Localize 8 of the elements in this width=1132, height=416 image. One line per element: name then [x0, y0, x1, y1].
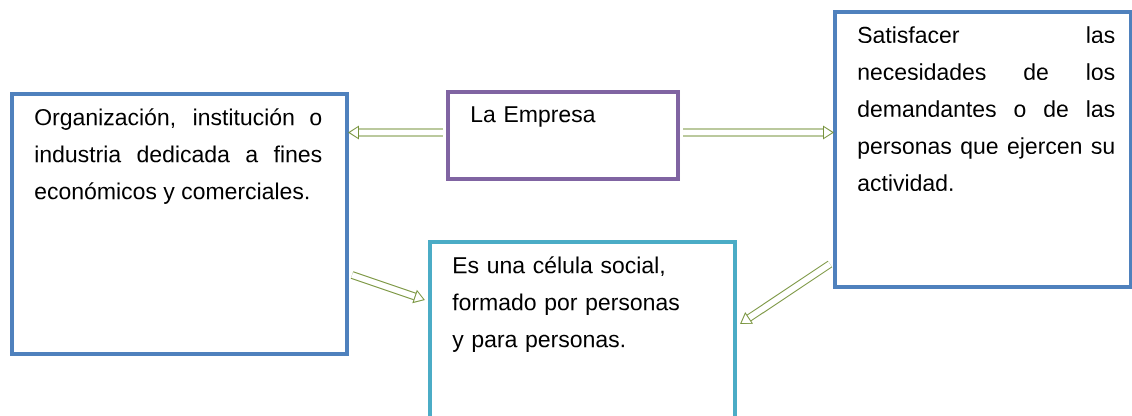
text-box: Organización, institución o industria dedicada a fines económicos y comerciales.: [10, 92, 349, 356]
text-box: Es una célula social, formado por personas y para personas.: [428, 240, 737, 416]
block-arrow: [683, 125, 834, 140]
block-arrow: [740, 260, 833, 324]
block-arrow: [350, 271, 425, 303]
text-box: La Empresa: [446, 90, 680, 181]
text-box: Satisfacer las necesidades de los demandantes o de las personas que ejercen su actividad.: [833, 10, 1132, 289]
block-arrow: [348, 125, 443, 140]
